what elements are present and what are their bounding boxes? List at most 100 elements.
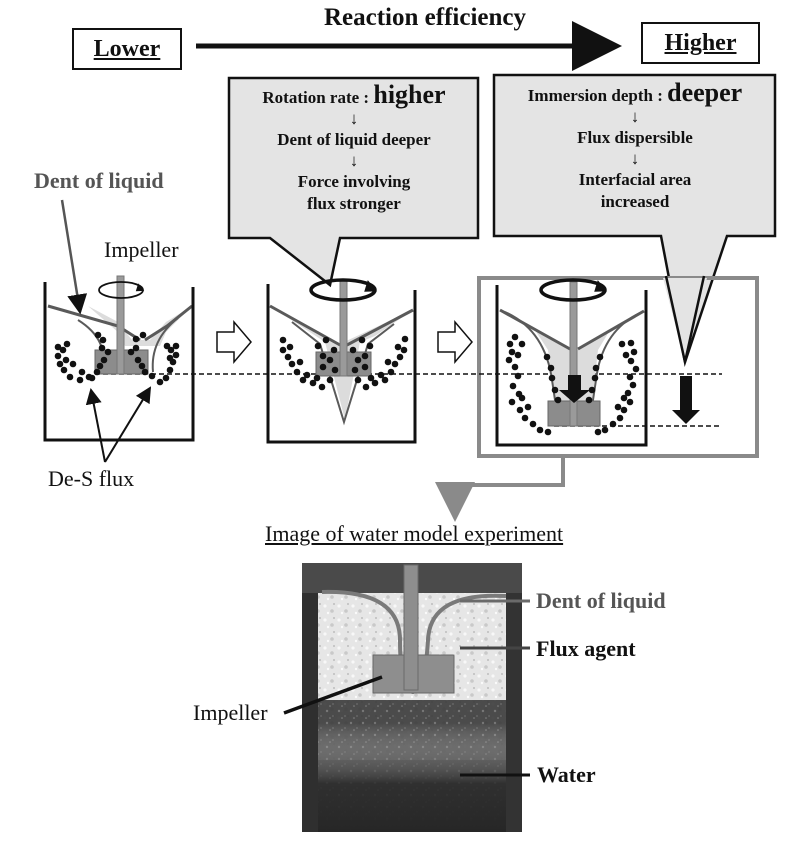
callout-rotation-emphasis: higher <box>373 80 446 109</box>
flux-particle <box>524 403 532 411</box>
flux-particle <box>620 394 628 402</box>
flux-particle <box>620 406 628 414</box>
flux-particle <box>309 379 317 387</box>
flux-particle <box>367 374 375 382</box>
flux-particle <box>551 386 559 394</box>
flux-particle <box>508 398 516 406</box>
callout-immersion-step-3: increased <box>600 192 670 211</box>
flux-particle <box>521 414 529 422</box>
flux-particle <box>627 339 635 347</box>
flux-pointer-right <box>104 386 152 463</box>
flux-particle <box>54 352 62 360</box>
flux-particles <box>54 280 640 436</box>
flux-particle <box>94 331 102 339</box>
flux-particle <box>319 363 327 371</box>
flux-particle <box>616 414 624 422</box>
flux-particle <box>377 371 385 379</box>
callout-immersion-lead: Immersion depth : <box>527 86 668 105</box>
flux-particle <box>319 352 327 360</box>
flux-particle <box>313 374 321 382</box>
flux-particle <box>547 364 555 372</box>
flux-particle <box>279 336 287 344</box>
down-arrow-icon: ↓ <box>349 151 359 170</box>
callout-rotation-step-2: Force involving <box>297 172 411 191</box>
de-s-flux-label: De-S flux <box>48 466 135 491</box>
flux-particle <box>511 333 519 341</box>
callout-rotation-bubble <box>227 76 480 288</box>
flux-particle <box>509 382 517 390</box>
flux-particle <box>630 348 638 356</box>
flux-particle <box>330 346 338 354</box>
down-arrow-icon: ↓ <box>630 149 640 168</box>
flux-particle <box>296 358 304 366</box>
step-arrow-2 <box>437 319 473 365</box>
flux-particle <box>172 351 180 359</box>
flux-particle <box>88 374 96 382</box>
callout-immersion-step-2: Interfacial area <box>578 170 692 189</box>
flux-particle <box>349 346 357 354</box>
flux-particle <box>518 394 526 402</box>
flux-particle <box>60 366 68 374</box>
flux-particle <box>588 386 596 394</box>
flux-particle <box>134 356 142 364</box>
flux-particle <box>529 420 537 428</box>
flux-particle <box>618 340 626 348</box>
scale-higher-box: Higher <box>641 22 760 64</box>
flux-particle <box>387 368 395 376</box>
flux-particle <box>351 366 359 374</box>
flux-particle <box>518 340 526 348</box>
flux-particle <box>141 368 149 376</box>
flux-particle <box>163 342 171 350</box>
flux-particle <box>366 342 374 350</box>
flux-particle <box>626 398 634 406</box>
callout-rotation-step-1: Dent of liquid deeper <box>277 130 431 149</box>
flux-particle <box>166 354 174 362</box>
dent-of-liquid-label: Dent of liquid <box>34 168 164 193</box>
flux-particle <box>629 381 637 389</box>
flux-particle <box>167 346 175 354</box>
flux-particle <box>66 373 74 381</box>
flux-particle <box>132 335 140 343</box>
down-arrow-icon: ↓ <box>349 109 359 128</box>
down-arrow-icon: ↓ <box>630 107 640 126</box>
flux-particle <box>56 360 64 368</box>
scale-lower-box: Lower <box>72 28 182 70</box>
immersion-arrow-inner <box>559 375 590 403</box>
flux-particle <box>96 362 104 370</box>
flux-particle <box>138 362 146 370</box>
vessel-immersion-deeper <box>495 281 648 447</box>
flux-particle <box>59 346 67 354</box>
flux-particle <box>156 378 164 386</box>
callout-rotation-text: Rotation rate : higher ↓ Dent of liquid … <box>229 82 479 215</box>
photo-title: Image of water model experiment <box>265 521 564 546</box>
flux-particle <box>127 348 135 356</box>
flux-particle <box>104 348 112 356</box>
flux-particle <box>286 343 294 351</box>
flux-particle <box>98 344 106 352</box>
flux-particle <box>400 346 408 354</box>
flux-particle <box>99 336 107 344</box>
scale-higher-label: Higher <box>664 29 737 56</box>
flux-particle <box>505 356 513 364</box>
flux-particle <box>609 420 617 428</box>
flux-particle <box>318 383 326 391</box>
flux-particle <box>591 374 599 382</box>
flux-particle <box>62 356 70 364</box>
flux-particle <box>293 368 301 376</box>
flux-particle <box>362 383 370 391</box>
flux-particle <box>148 372 156 380</box>
dent-pointer <box>60 199 88 315</box>
flux-particle <box>627 357 635 365</box>
flux-particle <box>592 364 600 372</box>
flux-particle <box>326 376 334 384</box>
flux-pointer-left <box>85 388 106 463</box>
flux-particle <box>326 356 334 364</box>
flux-particle <box>303 371 311 379</box>
flux-particle <box>54 343 62 351</box>
flux-particle <box>361 352 369 360</box>
flux-particle <box>100 356 108 364</box>
flux-particle <box>166 366 174 374</box>
flux-particle <box>548 374 556 382</box>
scale-lower-label: Lower <box>93 35 161 62</box>
flux-particle <box>69 360 77 368</box>
